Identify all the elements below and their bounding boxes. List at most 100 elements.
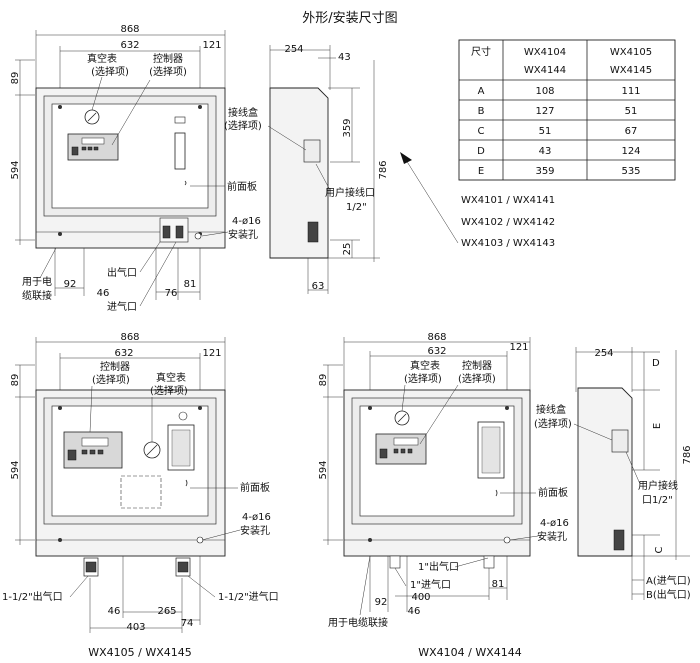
label-vacuum-gauge-1: 真空表	[87, 52, 117, 65]
table-header-2-b: WX4145	[610, 65, 652, 76]
dim-46: 46	[97, 288, 110, 299]
label-vacuum-gauge-1: 真空表	[410, 359, 440, 372]
label-controller-2: (选择项)	[458, 372, 496, 385]
models-list: WX4101 / WX4141 WX4102 / WX4142 WX4103 /…	[400, 152, 555, 249]
table-cell: A	[478, 86, 485, 97]
mount-hole	[198, 105, 202, 109]
label-vacuum-gauge-1: 真空表	[156, 371, 186, 384]
label-b-port: B(出气口)	[646, 588, 691, 601]
label-controller-1: 控制器	[153, 52, 183, 65]
label-front-panel: 前面板	[227, 180, 257, 193]
dim-254: 254	[594, 348, 613, 359]
table-cell: 67	[625, 126, 638, 137]
label-junction-box-1: 接线盒	[228, 106, 258, 119]
caption-wx4105: WX4105 / WX4145	[88, 646, 192, 659]
table-cell: 359	[535, 166, 554, 177]
dim-76: 76	[165, 288, 178, 299]
dim-89: 89	[318, 374, 329, 387]
label-user-port-2: 口1/2"	[642, 495, 673, 506]
dim-43: 43	[338, 52, 351, 63]
table-header-0: 尺寸	[471, 45, 491, 58]
label-mount-holes-1: 4-ø16	[242, 512, 271, 523]
dim-121: 121	[509, 342, 528, 353]
dim-359: 359	[342, 118, 353, 137]
dim-92: 92	[64, 279, 77, 290]
label-vacuum-gauge-2: (选择项)	[150, 384, 188, 397]
dim-632: 632	[120, 40, 139, 51]
model-line-2: WX4102 / WX4142	[461, 217, 555, 228]
dim-868: 868	[120, 332, 139, 343]
dim-25: 25	[342, 243, 353, 256]
label-user-port-1: 用户接线	[638, 479, 678, 492]
arrow-icon	[400, 152, 412, 164]
dim-594: 594	[10, 160, 21, 179]
dim-81: 81	[184, 279, 197, 290]
table-cell: 43	[539, 146, 552, 157]
label-controller-2: (选择项)	[149, 65, 187, 78]
dim-868: 868	[120, 24, 139, 35]
label-cable: 用于电缆联接	[328, 616, 388, 629]
label-user-port-2: 1/2"	[346, 202, 367, 213]
dim-63: 63	[312, 281, 325, 292]
label-inlet: 1-1/2"进气口	[218, 590, 279, 603]
label-controller-1: 控制器	[462, 359, 492, 372]
dim-786: 786	[378, 160, 389, 179]
dim-868: 868	[427, 332, 446, 343]
dim-121: 121	[202, 348, 221, 359]
dim-46: 46	[108, 606, 121, 617]
label-inlet: 进气口	[107, 300, 137, 313]
bottom-left-front-view: 868 632 121 89 594	[2, 332, 279, 659]
label-controller-2: (选择项)	[92, 373, 130, 386]
dim-81: 81	[492, 579, 505, 590]
table-cell: 124	[621, 146, 640, 157]
letter-C: C	[654, 546, 665, 553]
letter-D: D	[652, 358, 660, 369]
dim-786: 786	[682, 445, 693, 464]
dim-265: 265	[157, 606, 176, 617]
label-cable-1: 用于电	[22, 275, 52, 288]
label-outlet: 1-1/2"出气口	[2, 590, 63, 603]
table-cell: E	[478, 166, 484, 177]
table-header-1-a: WX4104	[524, 47, 566, 58]
label-vacuum-gauge-2: (选择项)	[91, 65, 129, 78]
dim-594: 594	[318, 460, 329, 479]
caption-wx4104: WX4104 / WX4144	[418, 646, 522, 659]
table-cell: 535	[621, 166, 640, 177]
label-vacuum-gauge-2: (选择项)	[404, 372, 442, 385]
dim-121: 121	[202, 40, 221, 51]
table-cell: 111	[621, 86, 640, 97]
top-side-view: 254 43 359 786 25 63 接线盒 (选择项) 用户接线口 1/2…	[224, 44, 389, 294]
label-junction-box-1: 接线盒	[536, 403, 566, 416]
label-mount-holes-2: 安装孔	[228, 228, 258, 241]
model-line-3: WX4103 / WX4143	[461, 238, 555, 249]
drawing-title: 外形/安装尺寸图	[302, 11, 397, 26]
dim-632: 632	[114, 348, 133, 359]
label-front-panel: 前面板	[538, 486, 568, 499]
label-user-port-1: 用户接线口	[325, 186, 375, 199]
label-a-port: A(进气口)	[646, 574, 691, 587]
label-mount-holes-1: 4-ø16	[540, 518, 569, 529]
label-mount-holes-1: 4-ø16	[232, 216, 261, 227]
dim-46: 46	[408, 606, 421, 617]
bottom-right-side-view: 254 D E 786 C 接线盒 (选择项) 用户接线 口1/2" A(进气口…	[534, 347, 693, 601]
label-mount-holes-2: 安装孔	[537, 530, 567, 543]
table-cell: 127	[535, 106, 554, 117]
dim-89: 89	[10, 72, 21, 85]
table-cell: D	[477, 146, 485, 157]
dim-403: 403	[126, 622, 145, 633]
label-outlet: 出气口	[107, 266, 137, 279]
label-inlet: 1"进气口	[410, 578, 451, 591]
label-junction-box-2: (选择项)	[534, 417, 572, 430]
label-mount-holes-2: 安装孔	[240, 524, 270, 537]
dim-594: 594	[10, 460, 21, 479]
model-line-1: WX4101 / WX4141	[461, 195, 555, 206]
table-cell: 51	[539, 126, 552, 137]
label-junction-box-2: (选择项)	[224, 119, 262, 132]
table-cell: B	[478, 106, 485, 117]
table-header-2-a: WX4105	[610, 47, 652, 58]
mount-hole	[58, 105, 62, 109]
dim-92: 92	[375, 597, 388, 608]
label-outlet: 1"出气口	[418, 560, 459, 573]
